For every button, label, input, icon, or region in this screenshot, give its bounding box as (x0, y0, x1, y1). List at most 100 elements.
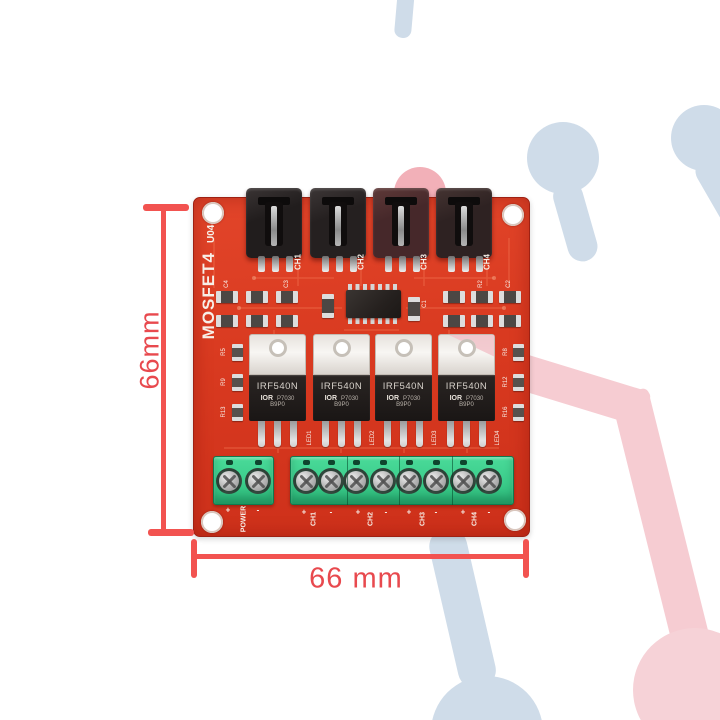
header-pin-icon (462, 256, 469, 272)
mounting-hole (504, 509, 526, 531)
wire-entry-hole (303, 460, 310, 465)
height-dimension-cap-bottom (148, 529, 194, 536)
wire-entry-hole (486, 460, 493, 465)
connector-pin-icon (461, 206, 467, 246)
leg-icon (322, 421, 329, 447)
ior-logo: IOR (386, 395, 400, 402)
refdes-c2: C2 (506, 280, 512, 288)
header-pin-icon (336, 256, 343, 272)
mounting-hole (201, 511, 223, 533)
leg-icon (447, 421, 454, 447)
leg-icon (479, 421, 486, 447)
watermark-pin-stick-icon (549, 177, 602, 265)
mosfet-lot-code: P7030 (466, 396, 484, 402)
mosfet-body: IRF540N IOR P7030 B9P0 (313, 375, 370, 421)
smd-component (232, 404, 243, 421)
width-dimension-cap-right (523, 539, 529, 578)
mosfet-1: IRF540N IOR P7030 B9P0 (249, 334, 306, 421)
mounting-hole (502, 204, 524, 226)
connector-notch (448, 197, 480, 205)
watermark-stub-icon (393, 0, 416, 39)
leg-icon (338, 421, 345, 447)
leg-icon (274, 421, 281, 447)
connector-notch (322, 197, 354, 205)
ch2-minus: - (384, 507, 388, 517)
power-label: POWER (240, 505, 248, 533)
ch3-label: CH3 (419, 511, 427, 527)
width-dimension-cap-left (191, 539, 197, 578)
mosfet-4: IRF540N IOR P7030 B9P0 (438, 334, 495, 421)
tab-hole-icon (394, 339, 413, 357)
mosfet-tab (313, 334, 370, 375)
mosfet-body: IRF540N IOR P7030 B9P0 (438, 375, 495, 421)
mosfet-lot-code: P7030 (403, 396, 421, 402)
top-label-ch2: CH2 (356, 253, 366, 271)
mosfet-3: IRF540N IOR P7030 B9P0 (375, 334, 432, 421)
led1-label: LED1 (307, 430, 313, 446)
watermark-zigzag-arm-icon (610, 387, 712, 654)
screw-terminal (293, 468, 319, 494)
mosfet-body: IRF540N IOR P7030 B9P0 (375, 375, 432, 421)
refdes-r5: R5 (221, 348, 227, 356)
top-label-ch1: CH1 (293, 253, 303, 271)
header-pin-icon (413, 256, 420, 272)
top-label-ch4: CH4 (482, 253, 492, 271)
mosfet-date-code: B9P0 (459, 402, 474, 408)
smd-component (443, 315, 465, 327)
watermark-blue-ball-icon (431, 676, 543, 720)
header-pin-icon (476, 256, 483, 272)
power-plus: + (225, 505, 231, 515)
width-dimension-line (194, 554, 527, 559)
led3-label: LED3 (432, 430, 438, 446)
terminal-seam (399, 456, 400, 505)
screw-terminal (318, 468, 344, 494)
smd-component (499, 315, 521, 327)
mounting-hole (202, 202, 224, 224)
screw-terminal (450, 468, 476, 494)
wire-entry-hole (406, 460, 413, 465)
input-connector-ch2 (310, 188, 366, 258)
wire-entry-hole (380, 460, 387, 465)
header-pin-icon (399, 256, 406, 272)
wire-entry-hole (328, 460, 335, 465)
mosfet-tab (438, 334, 495, 375)
smd-component (216, 291, 238, 303)
wire-entry-hole (433, 460, 440, 465)
smd-component (232, 344, 243, 361)
terminal-seam (452, 456, 453, 505)
refdes-r9: R9 (221, 378, 227, 386)
mosfet-lot-code: P7030 (341, 396, 359, 402)
leg-icon (463, 421, 470, 447)
ch4-plus: + (460, 507, 466, 517)
leg-icon (400, 421, 407, 447)
input-connector-ch4 (436, 188, 492, 258)
header-pin-icon (272, 256, 279, 272)
smd-component (276, 291, 298, 303)
ch3-minus: - (434, 507, 438, 517)
smd-component (443, 291, 465, 303)
smd-component (408, 297, 420, 321)
width-dimension-label: 66 mm (309, 562, 403, 595)
wire-entry-hole (460, 460, 467, 465)
board-version: U04 (206, 224, 217, 244)
header-pin-icon (258, 256, 265, 272)
leg-icon (384, 421, 391, 447)
smd-component (513, 404, 524, 421)
input-connector-ch1 (246, 188, 302, 258)
header-pin-icon (322, 256, 329, 272)
leg-icon (354, 421, 361, 447)
wire-entry-hole (255, 460, 262, 465)
leg-icon (416, 421, 423, 447)
screw-terminal (476, 468, 502, 494)
led4-label: LED4 (495, 430, 501, 446)
mosfet-part-number: IRF540N (445, 381, 488, 392)
height-dimension-cap-top (143, 204, 189, 211)
leg-icon (258, 421, 265, 447)
power-minus: - (256, 505, 260, 515)
tab-hole-icon (332, 339, 351, 357)
refdes-c3: C3 (284, 280, 290, 288)
mosfet-body: IRF540N IOR P7030 B9P0 (249, 375, 306, 421)
tab-hole-icon (457, 339, 476, 357)
refdes-r8: R8 (503, 348, 509, 356)
screw-terminal (245, 468, 271, 494)
